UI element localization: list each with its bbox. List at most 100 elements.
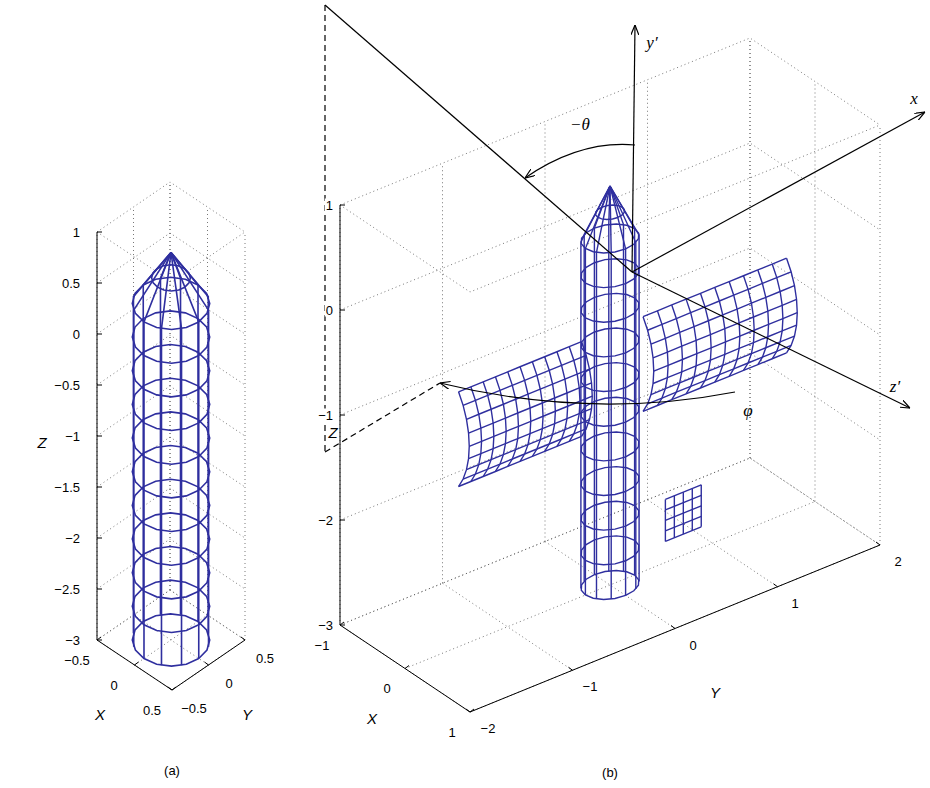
satellite-wireframe (657, 311, 668, 406)
projection-line (325, 383, 440, 452)
wireframe-a (132, 252, 209, 666)
grid-line (750, 38, 751, 458)
axis-line (97, 589, 102, 590)
satellite-wireframe (715, 287, 726, 382)
satellite-wireframe (787, 258, 798, 353)
grid-line (340, 38, 880, 205)
axis-label: x (910, 90, 918, 107)
tick-label: −0.5 (64, 654, 90, 667)
tick-label: −1 (315, 639, 330, 652)
satellite-wireframe (686, 299, 697, 394)
axis-line (97, 232, 102, 233)
satellite-wireframe (471, 387, 482, 482)
satellite-wireframe (581, 293, 638, 322)
satellite-wireframe (581, 467, 638, 496)
grid-b (340, 38, 880, 712)
tick-label: −0.5 (181, 702, 207, 715)
satellite-wireframe (545, 357, 556, 452)
grid-line (647, 80, 648, 500)
tick-label: −2 (65, 532, 80, 545)
axis-line (97, 487, 102, 488)
satellite-wireframe (144, 252, 171, 658)
axis-line (135, 662, 139, 665)
axis-line (470, 545, 880, 712)
axis-label: y′ (646, 34, 657, 51)
tick-label: 0 (225, 677, 232, 690)
satellite-wireframe (744, 276, 755, 371)
axis-line (205, 662, 209, 665)
y-prime-axis (632, 25, 635, 272)
tick-label: 1 (448, 726, 455, 739)
axis-line (97, 538, 102, 539)
tick-label: 1 (325, 199, 334, 212)
satellite-wireframe (581, 259, 638, 288)
satellite-wireframe (581, 536, 638, 565)
satellite-wireframe (610, 186, 626, 595)
satellite-wireframe (134, 252, 171, 646)
angle-label: −θ (570, 116, 590, 133)
satellite-wireframe (581, 328, 638, 357)
axis-label: Y (710, 685, 720, 700)
grid-line (340, 458, 880, 625)
grid-line (170, 182, 171, 590)
tick-label: −1 (317, 409, 334, 422)
axis-line (405, 666, 409, 669)
wireframe-b (459, 186, 798, 599)
tick-label: −3 (65, 634, 80, 647)
tick-label: 0.5 (256, 652, 274, 665)
satellite-wireframe (596, 186, 610, 599)
axis-label: X (95, 707, 105, 722)
axis-line (876, 542, 880, 545)
axis-line (340, 520, 345, 521)
grid-line (545, 122, 546, 542)
axis-line (774, 584, 778, 587)
grid-line (545, 542, 675, 629)
axis-line (340, 415, 345, 416)
grid-line (340, 353, 880, 520)
tick-label: 0 (383, 682, 390, 695)
grid-line (880, 125, 881, 545)
tick-label: −2 (317, 514, 334, 527)
tick-label: 0.5 (143, 704, 161, 717)
tick-label: 0 (325, 304, 334, 317)
satellite-wireframe (557, 352, 568, 447)
axis-line (241, 637, 245, 640)
satellite-wireframe (581, 397, 638, 426)
grid-line (97, 386, 245, 436)
satellite-wireframe (161, 252, 171, 665)
tick-label: 1 (73, 226, 80, 239)
satellite-wireframe (171, 252, 208, 633)
axis-line (97, 436, 102, 437)
axis-line (340, 625, 470, 712)
satellite-wireframe (495, 377, 506, 472)
projection-line (324, 5, 325, 452)
grid-line (750, 38, 751, 458)
axis-label: Y (242, 707, 252, 722)
grid-a (97, 182, 245, 690)
tick-label: −2 (481, 722, 496, 735)
grid-line (470, 545, 880, 712)
tick-label: −0.5 (54, 379, 80, 392)
tick-label: 0 (73, 328, 80, 341)
axis-label: z′ (890, 378, 900, 395)
axis-line (168, 687, 172, 690)
axis-line (172, 687, 176, 690)
satellite-wireframe (665, 485, 701, 500)
phi-arc (440, 383, 735, 404)
satellite-wireframe (459, 392, 470, 487)
tick-label: 2 (894, 555, 901, 568)
axis-label: Z (327, 425, 338, 440)
satellite-wireframe (581, 432, 638, 461)
tick-label: 0 (110, 679, 117, 692)
tick-label: −1 (583, 680, 598, 693)
satellite-wireframe (171, 252, 182, 665)
angle-overlay (325, 5, 925, 452)
tick-label: 1 (791, 597, 798, 610)
axis-line (470, 709, 474, 712)
grid-line (170, 182, 171, 590)
grid-line (405, 502, 815, 669)
satellite-wireframe (171, 252, 209, 646)
satellite-wireframe (508, 372, 519, 467)
angle-label: φ (743, 402, 752, 419)
